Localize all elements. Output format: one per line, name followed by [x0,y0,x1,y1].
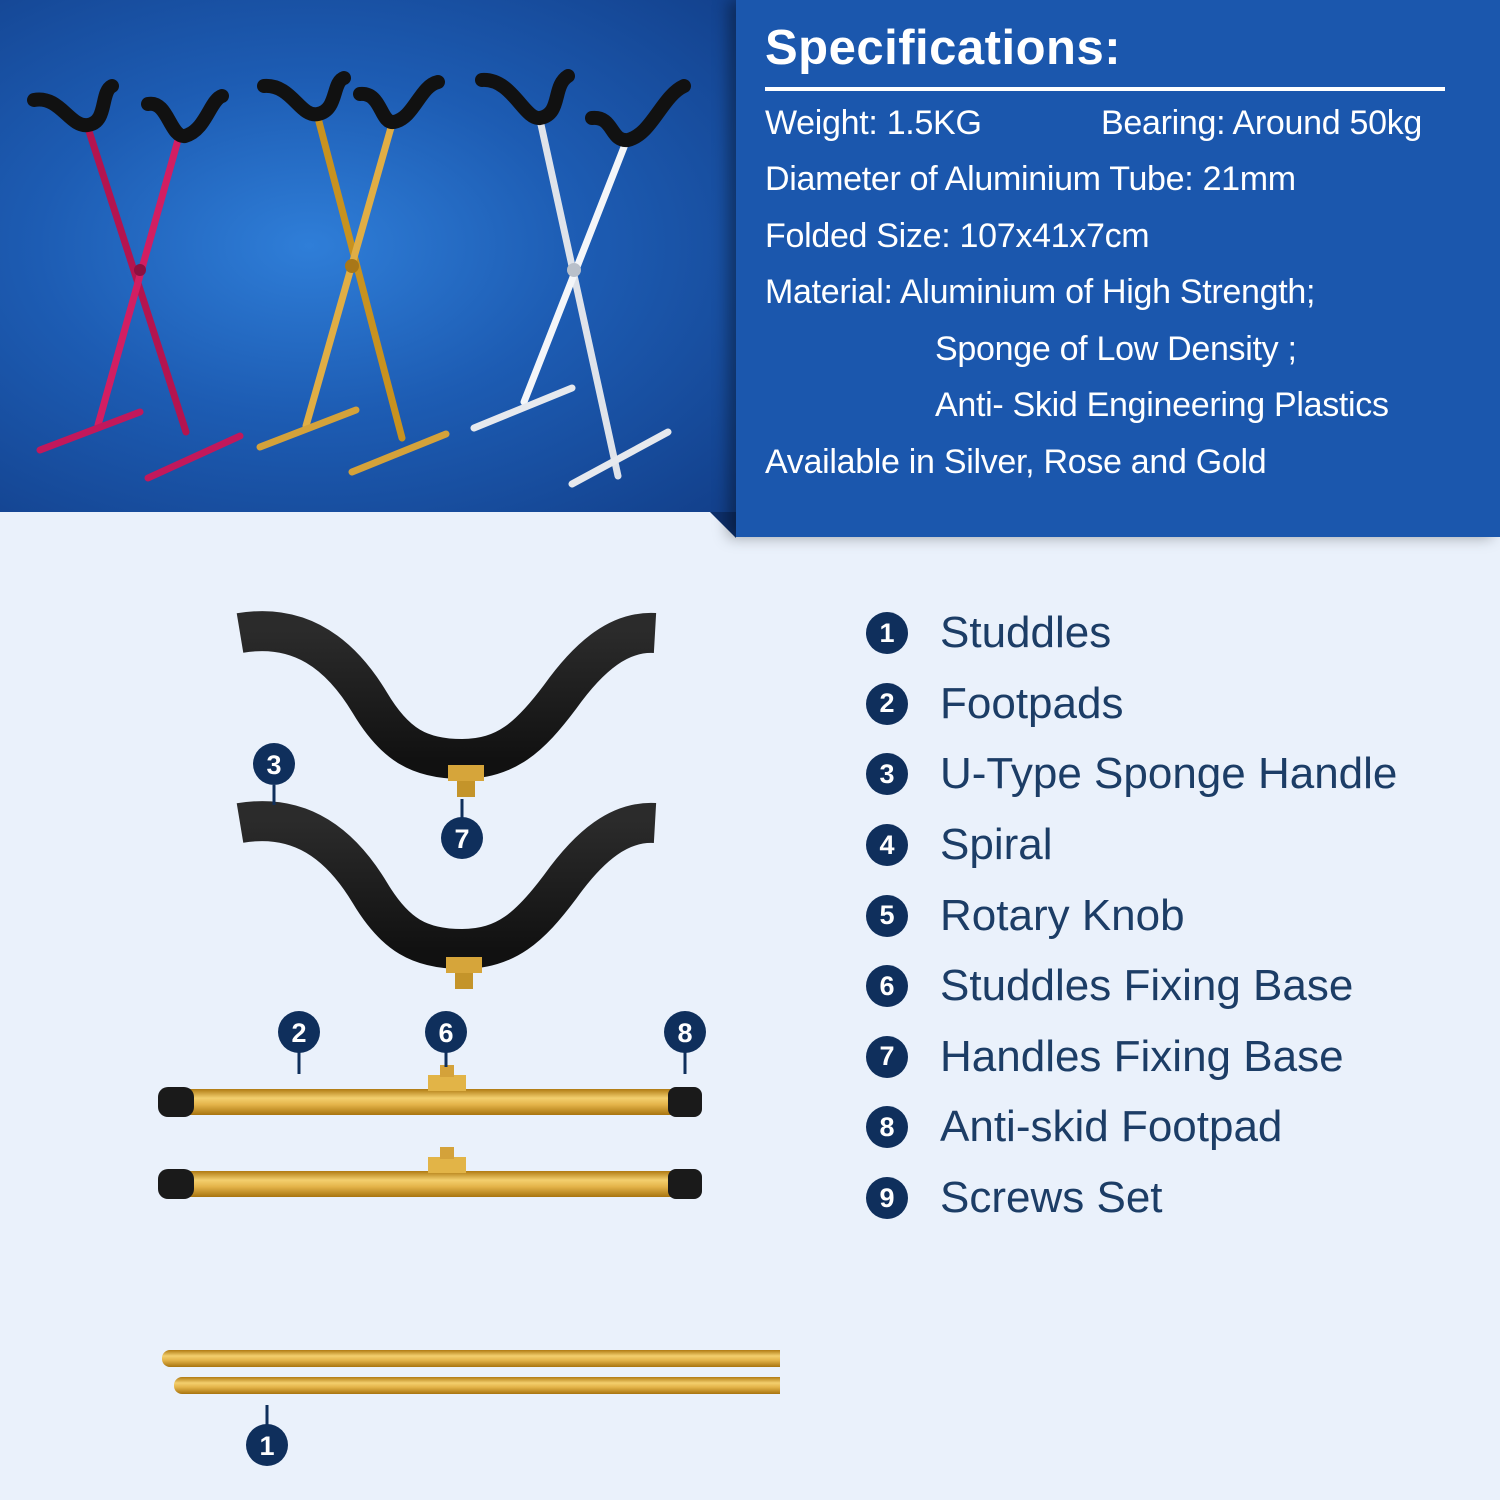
part-number-badge: 7 [866,1035,908,1078]
svg-text:2: 2 [291,1018,306,1048]
part-label: Handles Fixing Base [940,1031,1344,1081]
callout-8: 8 [664,1011,706,1053]
footpad-tube-upper [158,1065,702,1117]
callout-1: 1 [246,1424,288,1466]
spec-bearing: Bearing: Around 50kg [1101,104,1423,142]
part-item-studdles-fixing-base: 6 Studdles Fixing Base [866,951,1397,1022]
callout-6: 6 [425,1011,467,1053]
part-label: U-Type Sponge Handle [940,749,1398,799]
product-photo-panel [0,0,736,512]
gold-stand [256,71,450,476]
part-item-sponge-handle: 3 U-Type Sponge Handle [866,739,1397,810]
sponge-handle-upper [236,611,657,797]
spec-material: Material: Aluminium of High Strength; [765,273,1316,311]
part-label: Anti-skid Footpad [940,1102,1283,1152]
part-label: Footpads [940,678,1124,728]
part-number-badge: 5 [866,894,908,937]
callout-3: 3 [253,743,295,785]
spec-weight: Weight: 1.5KG [765,104,982,142]
part-item-studdles: 1 Studdles [866,598,1397,669]
handle-fixing-base-lower [446,957,482,973]
svg-text:7: 7 [454,824,469,854]
part-number-badge: 3 [866,753,908,796]
specifications-title: Specifications: [765,21,1122,75]
anti-skid-footpad [158,1087,194,1117]
parts-diagram: 3 7 2 6 8 5 1 4 [158,611,780,1466]
anti-skid-footpad [668,1087,702,1117]
part-label: Studdles Fixing Base [940,961,1354,1011]
part-label: Studdles [940,608,1112,658]
studdles [162,1350,780,1394]
spec-availability: Available in Silver, Rose and Gold [765,443,1267,481]
specifications-panel: Specifications: Weight: 1.5KG Bearing: A… [736,0,1500,537]
part-item-handles-fixing-base: 7 Handles Fixing Base [866,1022,1397,1093]
part-item-screws-set: 9 Screws Set [866,1163,1397,1234]
title-divider [765,87,1445,91]
part-number-badge: 8 [866,1106,908,1149]
part-item-rotary-knob: 5 Rotary Knob [866,880,1397,951]
spec-folded-size: Folded Size: 107x41x7cm [765,217,1150,255]
svg-text:8: 8 [677,1018,692,1048]
part-number-badge: 1 [866,612,908,655]
part-item-anti-skid-footpad: 8 Anti-skid Footpad [866,1092,1397,1163]
part-label: Rotary Knob [940,890,1185,940]
callout-lines [265,785,687,1425]
svg-text:6: 6 [438,1018,453,1048]
part-number-badge: 9 [866,1177,908,1220]
svg-text:1: 1 [259,1431,274,1461]
part-number-badge: 6 [866,965,908,1008]
panel-fold-shadow [710,512,736,538]
handle-fixing-base-upper [448,765,484,781]
part-item-spiral: 4 Spiral [866,810,1397,881]
rose-stand [27,79,244,482]
parts-legend: 1 Studdles 2 Footpads 3 U-Type Sponge Ha… [866,598,1397,1233]
part-label: Screws Set [940,1173,1163,1223]
footpad-tube-lower [158,1147,702,1199]
part-number-badge: 4 [866,824,908,867]
part-item-footpads: 2 Footpads [866,669,1397,740]
svg-text:3: 3 [266,750,281,780]
part-label: Spiral [940,820,1053,870]
spec-material-sponge: Sponge of Low Density ; [935,330,1297,368]
spec-material-plastics: Anti- Skid Engineering Plastics [935,386,1389,424]
callout-7: 7 [441,817,483,859]
studdles-fixing-base [428,1075,466,1091]
callout-2: 2 [278,1011,320,1053]
sponge-handle-lower [236,801,657,989]
spec-diameter: Diameter of Aluminium Tube: 21mm [765,160,1296,198]
stands-illustration [27,69,691,488]
part-number-badge: 2 [866,682,908,725]
silver-stand [470,69,691,488]
